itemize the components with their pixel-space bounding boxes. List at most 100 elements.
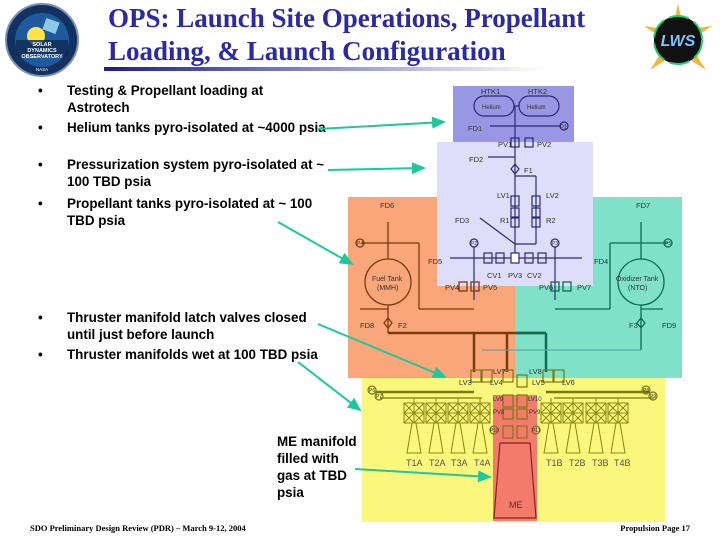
label-cv2: CV2 <box>527 271 542 280</box>
label-t2a: T2A <box>429 458 446 468</box>
title-line-1: OPS: Launch Site Operations, Propellant <box>108 3 586 33</box>
callout-arrow-me-manifold <box>354 468 492 483</box>
label-f1: F1 <box>524 166 533 175</box>
label-p1: P1 <box>560 125 568 131</box>
main-engine-zone <box>493 395 537 521</box>
thruster-t3b <box>585 398 607 454</box>
label-lv7: LV7 <box>493 367 506 376</box>
label-p2: P2 <box>471 241 477 247</box>
svg-text:OBSERVATORY: OBSERVATORY <box>21 54 63 60</box>
label-f3: F3 <box>629 321 638 330</box>
label-pv7: PV7 <box>577 283 591 292</box>
bullet-item: •Testing & Propellant loading at Astrote… <box>38 82 328 116</box>
svg-text:DYNAMICS: DYNAMICS <box>27 48 57 54</box>
label-fd7: FD7 <box>636 201 650 210</box>
thruster-group-a <box>403 398 491 454</box>
label-t2b: T2B <box>569 458 586 468</box>
bullet-item: • Thruster manifolds wet at 100 TBD psia <box>38 346 328 363</box>
me-manifold-note: ME manifold filled with gas at TBD psia <box>277 434 357 500</box>
label-pv3: PV3 <box>508 271 522 280</box>
bullet-marker: • <box>38 347 43 362</box>
sdo-logo: SOLAR DYNAMICS OBSERVATORY NASA <box>5 3 79 77</box>
bullet-marker: • <box>38 120 43 135</box>
footer-left: SDO Preliminary Design Review (PDR) – Ma… <box>30 523 246 533</box>
bullet-marker: • <box>38 83 43 98</box>
thruster-t2b <box>562 398 584 454</box>
label-fd4: FD4 <box>594 257 608 266</box>
label-lv2: LV2 <box>546 191 559 200</box>
label-p3: P3 <box>552 241 558 247</box>
callout-arrow-latch-valves <box>317 323 447 378</box>
label-fd2: FD2 <box>469 155 483 164</box>
bullet-text: Thruster manifolds wet at 100 TBD psia <box>67 347 318 362</box>
callout-arrow-pressurant <box>327 162 426 175</box>
callout-arrow-propellant <box>277 221 354 265</box>
bullet-item: • Propellant tanks pyro-isolated at ~ 100… <box>38 195 328 229</box>
label-t1a: T1A <box>406 458 423 468</box>
label-oxidizer-tank: Oxidizer Tank <box>616 276 659 283</box>
label-oxidizer-tank-nto: (NTO) <box>628 285 647 292</box>
label-helium-tank-1: Helium <box>482 105 501 111</box>
thruster-t1b <box>540 398 562 454</box>
callout-arrow-manifolds <box>297 361 362 412</box>
label-p5: P5 <box>665 241 671 247</box>
label-pv5: PV5 <box>483 283 497 292</box>
label-lv1: LV1 <box>497 191 510 200</box>
bullet-item: • Pressurization system pyro-isolated at … <box>38 156 328 190</box>
label-fd6: FD6 <box>380 201 394 210</box>
label-cv1: CV1 <box>487 271 502 280</box>
thruster-t4b <box>607 398 629 454</box>
label-p6: P6 <box>369 388 375 394</box>
label-htk2: HTK2 <box>528 87 547 96</box>
footer-right: Propulsion Page 17 <box>620 523 690 533</box>
label-t4b: T4B <box>614 458 631 468</box>
label-p4: P4 <box>357 241 363 247</box>
label-fd5: FD5 <box>428 257 442 266</box>
label-fuel-tank-mmh: (MMH) <box>377 285 398 292</box>
label-lv3: LV3 <box>459 378 472 387</box>
bullet-text: Thruster manifold latch valves closed un… <box>67 310 307 342</box>
label-main-engine: ME <box>509 500 523 510</box>
label-fd9: FD9 <box>662 321 676 330</box>
label-p10: P10 <box>490 428 499 434</box>
svg-text:LWS: LWS <box>661 33 696 50</box>
label-fuel-tank: Fuel Tank <box>372 276 403 283</box>
bullet-marker: • <box>38 196 43 211</box>
thruster-t1a <box>403 398 425 454</box>
bullet-item: •Helium tanks pyro-isolated at ~4000 psi… <box>38 119 328 136</box>
label-r1: R1 <box>500 216 510 225</box>
bullet-text: Propellant tanks pyro-isolated at ~ 100 … <box>67 196 313 228</box>
label-lv4: LV4 <box>490 378 503 387</box>
thruster-group-b <box>540 398 629 454</box>
label-pv4: PV4 <box>445 283 459 292</box>
label-p7: P7 <box>376 394 382 400</box>
label-p8: P8 <box>643 388 649 394</box>
bullet-item: • Thruster manifold latch valves closed u… <box>38 309 328 343</box>
bullet-text: Pressurization system pyro-isolated at ~… <box>67 157 325 189</box>
label-htk1: HTK1 <box>481 87 500 96</box>
label-pv8: PV8 <box>493 410 505 416</box>
slide-title: OPS: Launch Site Operations, Propellant … <box>108 2 585 68</box>
label-lv6: LV6 <box>562 378 575 387</box>
label-fd8: FD8 <box>360 321 374 330</box>
label-pv9: PV9 <box>529 410 541 416</box>
svg-text:NASA: NASA <box>36 67 48 72</box>
bullet-marker: • <box>38 310 43 325</box>
label-lv9: LV9 <box>493 397 504 403</box>
label-lv8: LV8 <box>529 367 542 376</box>
label-pv1: PV1 <box>498 140 512 149</box>
title-line-2: Loading, & Launch Configuration <box>108 36 506 66</box>
bullet-marker: • <box>38 157 43 172</box>
lws-logo: LWS <box>644 4 712 70</box>
label-pv2: PV2 <box>537 140 551 149</box>
thruster-t2a <box>425 398 447 454</box>
svg-text:SOLAR: SOLAR <box>32 42 51 48</box>
label-helium-tank-2: Helium <box>527 105 546 111</box>
label-t3a: T3A <box>451 458 468 468</box>
label-t1b: T1B <box>546 458 563 468</box>
label-t4a: T4A <box>474 458 491 468</box>
thruster-t4a <box>469 398 491 454</box>
label-p9: P9 <box>650 394 656 400</box>
title-underline <box>104 67 544 71</box>
